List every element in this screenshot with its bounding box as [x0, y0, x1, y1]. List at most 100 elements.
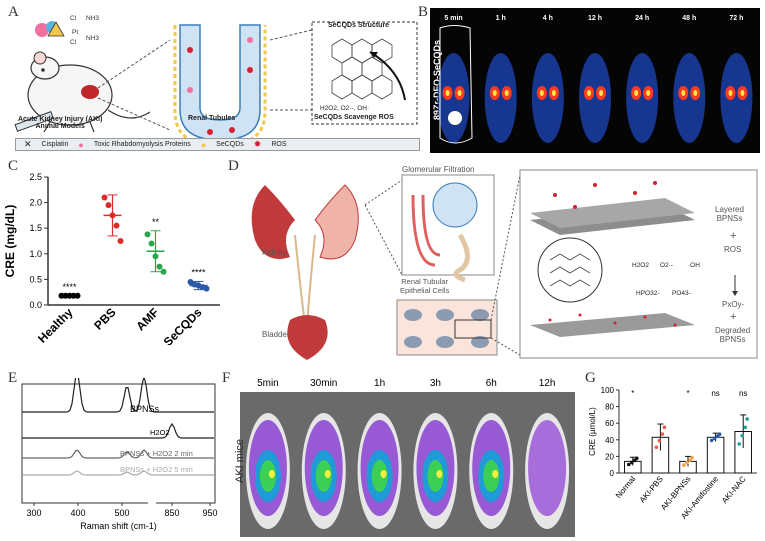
molecule-hpo3: HPO32- — [636, 290, 660, 297]
legend-proteins: Toxic Rhabdomyolysis Proteins — [93, 141, 191, 148]
warning-icon — [47, 21, 65, 37]
tubules-title: Renal Tubules — [188, 115, 236, 122]
series-label-2: BPNSs + H2O2 2 min — [120, 449, 193, 458]
data-point — [203, 285, 210, 292]
series-line-0 — [22, 378, 214, 413]
signal-green-0 — [259, 460, 276, 492]
kidney-core-right-0 — [457, 90, 462, 96]
timepoint-label-5: 12h — [539, 378, 556, 389]
x-tick-label: 300 — [26, 508, 41, 518]
data-point — [743, 425, 747, 430]
x-tick-label: 400 — [70, 508, 85, 518]
data-point — [144, 231, 151, 238]
kidney-core-right-6 — [740, 90, 745, 96]
timepoint-label-3: 12 h — [588, 15, 602, 22]
bladder-signal — [448, 111, 462, 125]
data-point — [105, 202, 112, 209]
x-tick-label: Normal — [614, 474, 638, 500]
series-line-1 — [22, 422, 214, 439]
mouse-body-signal-4 — [626, 53, 659, 143]
panel-d-figure — [251, 169, 758, 360]
y-tick-label: 2.5 — [29, 172, 42, 182]
x-tick-label: AKI-PBS — [638, 475, 665, 505]
data-point — [657, 438, 662, 443]
y-tick-label: 0 — [610, 469, 615, 478]
series-label-0: BPNSs — [130, 404, 160, 414]
significance-label: **** — [191, 267, 206, 277]
kidney-core-right-2 — [551, 90, 556, 96]
data-point — [688, 458, 692, 462]
data-point — [745, 417, 749, 421]
y-tick-label: 0.0 — [29, 300, 42, 310]
panel-label-f: F — [222, 370, 231, 386]
kidney-core-left-4 — [634, 90, 639, 96]
x-tick-label: AMF — [133, 305, 161, 333]
legend-ros: ROS — [271, 141, 287, 148]
plus-1: + — [730, 230, 737, 242]
y-tick-label: 60 — [605, 419, 614, 428]
data-point — [627, 462, 631, 467]
data-point — [117, 238, 124, 244]
mouse-body-signal-2 — [531, 53, 564, 143]
x-tick-label: PBS — [91, 305, 118, 332]
y-tick-label: 2.0 — [29, 198, 42, 208]
x-tick-label: SeCQDs — [161, 305, 205, 345]
data-point — [630, 460, 634, 465]
panel-label-b: B — [418, 4, 429, 20]
cisplatin-cl2: Cl — [70, 39, 77, 46]
timepoint-label-0: 5 min — [444, 15, 462, 22]
kidney-core-right-3 — [599, 90, 603, 96]
y-tick-label: 80 — [605, 403, 614, 412]
mouse-illustration — [14, 51, 151, 133]
timepoint-label-5: 48 h — [682, 15, 696, 22]
series-label-3: BPNSs + H2O2 5 min — [120, 465, 193, 474]
signal-yellow-1 — [324, 470, 331, 478]
signal-yellow-2 — [380, 470, 387, 478]
cisplatin-nh3a: NH3 — [86, 15, 99, 22]
signal-yellow-3 — [436, 470, 443, 478]
data-point — [660, 432, 665, 436]
plus-2: + — [730, 311, 737, 323]
series-line-2 — [22, 449, 214, 459]
significance-label: ns — [711, 389, 719, 398]
syringe-icon: ✕ — [24, 139, 32, 149]
fluorescence-5 — [528, 420, 567, 516]
dot-yellow-icon: ● — [200, 139, 207, 150]
panel-f-image — [240, 392, 575, 537]
panel-a-legend: ✕ Cisplatin ● Toxic Rhabdomyolysis Prote… — [15, 138, 420, 151]
panel-a-figure: Cl Pt NH3 NH3 Cl — [14, 15, 418, 148]
signal-green-2 — [371, 460, 388, 492]
model-title: Acute Kidney Injury (AKI) Animal Models — [18, 116, 103, 130]
molecule-oh: ·OH — [688, 262, 700, 269]
protein-icon: ● — [78, 139, 84, 150]
significance-label: * — [686, 389, 689, 398]
x-tick-label: 500 — [114, 508, 129, 518]
kidney-label: Kidney — [262, 248, 287, 257]
data-point — [709, 438, 714, 443]
kidney-core-left-6 — [728, 90, 733, 96]
signal-green-4 — [483, 460, 500, 492]
timepoint-label-4: 24 h — [635, 15, 649, 22]
significance-label: ** — [152, 217, 160, 227]
x-tick-label: 950 — [202, 508, 217, 518]
layered-bpnss-illustration — [530, 181, 695, 235]
kidney-core-right-4 — [646, 90, 651, 96]
significance-label: **** — [62, 282, 77, 292]
glomerular-title: Glomerular Filtration — [402, 165, 475, 174]
data-point — [148, 240, 155, 247]
molecule-o2: O2·- — [660, 262, 673, 269]
panel-label-a: A — [8, 4, 19, 20]
y-tick-label: 1.0 — [29, 249, 42, 259]
panel-label-g: G — [585, 370, 596, 386]
data-point — [156, 263, 163, 270]
y-axis-label: CRE (μmol/L) — [588, 407, 597, 456]
panel-label-c: C — [8, 158, 19, 174]
star-red-icon: ✹ — [253, 139, 262, 149]
signal-yellow-0 — [268, 470, 275, 478]
data-point — [712, 436, 717, 441]
mouse-outline — [439, 25, 473, 144]
ros-text: H2O2, O2·-, OH· — [320, 105, 370, 112]
data-point — [740, 433, 744, 438]
data-point — [682, 463, 686, 467]
